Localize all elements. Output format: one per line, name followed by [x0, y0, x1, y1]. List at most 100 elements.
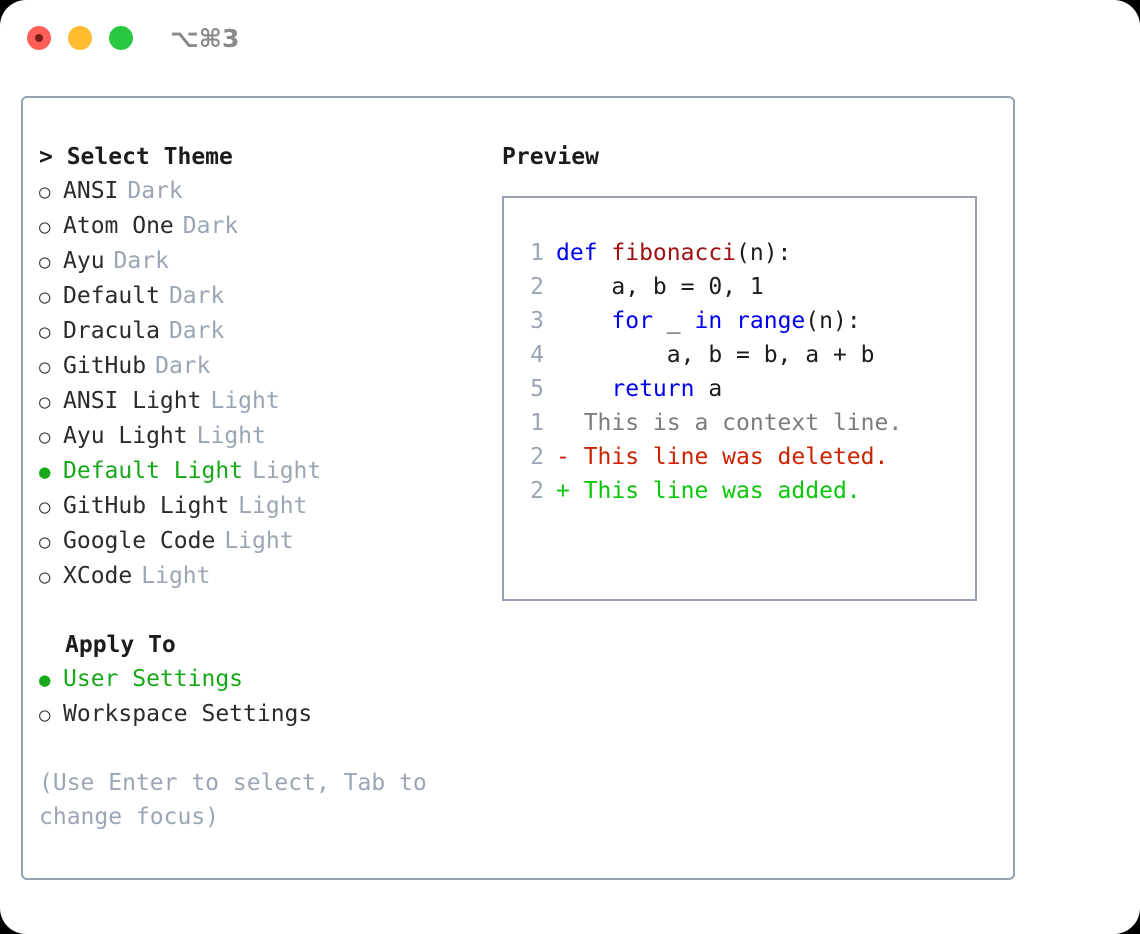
theme-item-label: Google Code: [63, 528, 216, 554]
diff-sample: 1 This is a context line.2- This line wa…: [516, 406, 902, 508]
code-line: 5 return a: [516, 372, 875, 406]
code-line-text: for _ in range(n):: [556, 304, 861, 338]
code-token-fn: fibonacci: [611, 240, 737, 266]
window-controls: [27, 26, 133, 50]
diff-line-text-ctx: This is a context line.: [556, 410, 903, 436]
theme-item-2[interactable]: ○ Ayu Dark: [39, 244, 479, 279]
theme-item-1[interactable]: ○ Atom One Dark: [39, 209, 479, 244]
theme-item-label: Dracula: [63, 318, 160, 344]
radio-empty-icon: ○: [39, 216, 51, 238]
code-token-plain: [722, 308, 736, 334]
theme-item-label: GitHub Light: [63, 493, 230, 519]
theme-item-label: ANSI: [63, 178, 119, 204]
code-token-plain: [556, 376, 611, 402]
minimize-button[interactable]: [68, 26, 92, 50]
code-line-number: 1: [530, 240, 544, 266]
radio-empty-icon: ○: [39, 426, 51, 448]
theme-item-label: Ayu Light: [63, 423, 188, 449]
title-bar: ⌥⌘3: [0, 0, 1140, 78]
diff-line: 2 + This line was added.: [516, 474, 902, 508]
theme-item-tag: Light: [141, 563, 211, 589]
theme-item-5[interactable]: ○ GitHub Dark: [39, 349, 479, 384]
diff-line-number: 2: [530, 444, 544, 470]
code-token-plain: _: [652, 308, 695, 334]
apply-option-label: User Settings: [63, 666, 244, 692]
theme-item-label: ANSI Light: [63, 388, 202, 414]
code-token-kw: in: [694, 308, 723, 334]
apply-to-list: ●User Settings ○ Workspace Settings: [39, 662, 479, 732]
theme-item-label: Atom One: [63, 213, 174, 239]
code-line-number: 3: [530, 308, 544, 334]
code-token-kw: def: [556, 240, 612, 266]
code-line: 3 for _ in range(n):: [516, 304, 875, 338]
radio-empty-icon: ○: [39, 286, 51, 308]
maximize-button[interactable]: [109, 26, 133, 50]
theme-item-tag: Dark: [155, 353, 211, 379]
preview-heading: Preview: [502, 144, 599, 170]
close-button[interactable]: [27, 26, 51, 50]
code-line-text: def fibonacci(n):: [556, 236, 791, 270]
apply-to-heading: Apply To: [65, 632, 176, 658]
radio-empty-icon: ○: [39, 251, 51, 273]
radio-empty-icon: ○: [39, 531, 51, 553]
theme-item-tag: Dark: [127, 178, 183, 204]
radio-empty-icon: ○: [39, 704, 51, 726]
radio-empty-icon: ○: [39, 496, 51, 518]
theme-item-10[interactable]: ○ Google Code Light: [39, 524, 479, 559]
code-token-plain: (n):: [805, 308, 861, 334]
diff-line-text-del: - This line was deleted.: [556, 444, 889, 470]
theme-item-tag: Dark: [113, 248, 169, 274]
code-token-plain: [556, 308, 611, 334]
theme-item-tag: Dark: [168, 283, 225, 309]
apply-option-0[interactable]: ●User Settings: [39, 662, 479, 697]
theme-item-tag: Dark: [182, 213, 239, 239]
theme-item-label: GitHub: [63, 353, 147, 379]
code-token-plain: a, b = b, a + b: [556, 342, 875, 368]
apply-option-label: Workspace Settings: [63, 701, 313, 727]
code-token-plain: (n):: [736, 240, 792, 266]
theme-item-4[interactable]: ○ Dracula Dark: [39, 314, 479, 349]
code-line: 4 a, b = b, a + b: [516, 338, 875, 372]
theme-item-tag: Light: [224, 528, 294, 554]
theme-item-label: Ayu: [63, 248, 105, 274]
code-line-number: 5: [530, 376, 544, 402]
theme-item-6[interactable]: ○ ANSI Light Light: [39, 384, 479, 419]
code-line: 2 a, b = 0, 1: [516, 270, 875, 304]
theme-item-8[interactable]: ● Default Light Light: [39, 454, 479, 489]
radio-empty-icon: ○: [39, 391, 51, 413]
theme-item-11[interactable]: ○ XCode Light: [39, 559, 479, 594]
radio-selected-icon: ●: [39, 461, 51, 483]
radio-empty-icon: ○: [39, 356, 51, 378]
theme-item-tag: Light: [252, 458, 322, 484]
diff-line-number: 2: [530, 478, 544, 504]
keyboard-hint: (Use Enter to select, Tab to change focu…: [39, 770, 427, 830]
theme-item-label: XCode: [63, 563, 133, 589]
window-title-shortcut: ⌥⌘3: [170, 24, 240, 53]
code-line-number: 2: [530, 274, 544, 300]
code-token-kw: range: [736, 308, 806, 334]
theme-item-label: Default Light: [63, 458, 244, 484]
code-token-plain: a, b = 0, 1: [556, 274, 764, 300]
radio-empty-icon: ○: [39, 321, 51, 343]
apply-option-1[interactable]: ○ Workspace Settings: [39, 697, 479, 732]
code-token-kw: return: [611, 376, 695, 402]
theme-item-tag: Dark: [168, 318, 225, 344]
code-token-plain: a: [694, 376, 723, 402]
radio-empty-icon: ○: [39, 566, 51, 588]
theme-item-tag: Light: [210, 388, 280, 414]
diff-line: 2 - This line was deleted.: [516, 440, 902, 474]
code-token-kw: for: [611, 308, 653, 334]
code-line: 1 def fibonacci(n):: [516, 236, 875, 270]
diff-line-text-add: + This line was added.: [556, 478, 861, 504]
